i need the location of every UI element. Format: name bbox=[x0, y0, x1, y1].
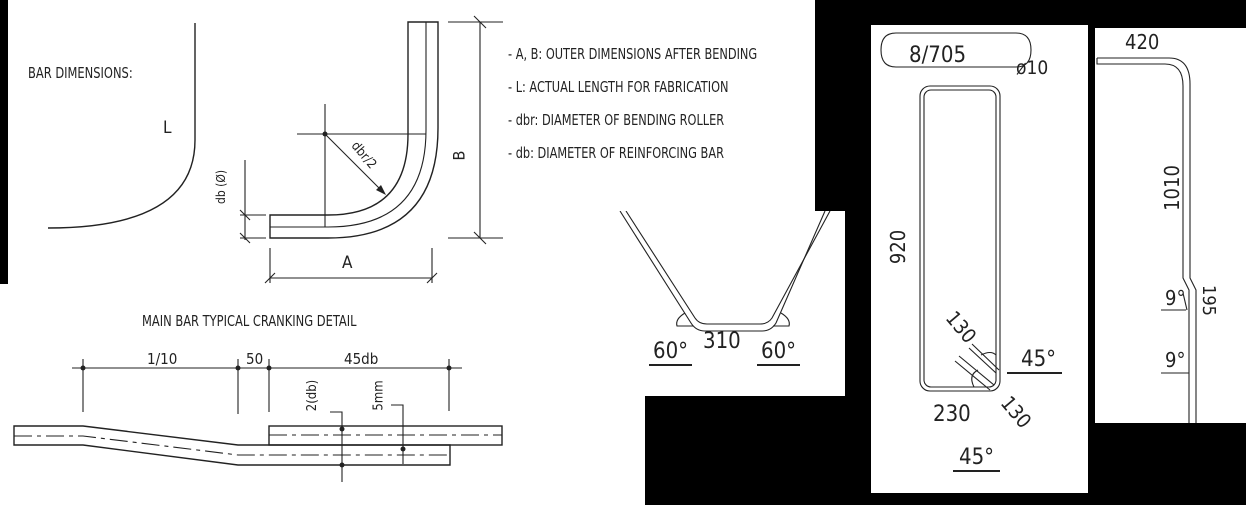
cranked-bar-panel: 420 1010 9° 195 9° bbox=[1095, 28, 1246, 423]
bar-dimensions-drawing bbox=[47, 15, 639, 284]
label-B: B bbox=[449, 150, 469, 161]
cranking-title: MAIN BAR TYPICAL CRANKING DETAIL bbox=[142, 312, 357, 330]
label-5mm: 5mm bbox=[371, 380, 387, 411]
v-bar-drawing bbox=[619, 211, 831, 332]
stirrup-mark: 8/705 bbox=[909, 43, 967, 68]
main-length: 1010 bbox=[1159, 165, 1184, 211]
stirrup-diameter: ø10 bbox=[1016, 57, 1049, 79]
note-item: - A, B: OUTER DIMENSIONS AFTER BENDING bbox=[508, 45, 758, 63]
label-L: L bbox=[163, 118, 172, 138]
bar-dimensions-title: BAR DIMENSIONS: bbox=[28, 64, 133, 82]
label-A: A bbox=[342, 253, 353, 273]
angle-1: 9° bbox=[1165, 286, 1186, 310]
cranking-detail-panel: MAIN BAR TYPICAL CRANKING DETAIL 1/10 50… bbox=[0, 284, 645, 505]
bar-dimensions-panel: BAR DIMENSIONS: L A B db (Ø) dbr/2 - A, … bbox=[8, 0, 815, 285]
v-bar-panel: 60° 310 60° bbox=[615, 211, 845, 396]
label-db: db (Ø) bbox=[214, 169, 229, 205]
stirrup-height: 920 bbox=[886, 229, 911, 265]
note-item: - db: DIAMETER OF REINFORCING BAR bbox=[508, 144, 724, 162]
stirrup-drawing bbox=[880, 32, 1032, 392]
v-bar-length: 310 bbox=[703, 329, 741, 354]
angle-1: 45° bbox=[1007, 347, 1063, 374]
dim-50: 50 bbox=[246, 350, 264, 368]
label-2db: 2(db) bbox=[305, 379, 321, 412]
stirrup-width: 230 bbox=[933, 402, 971, 427]
angle-2: 9° bbox=[1165, 348, 1186, 372]
bent-bar-outline bbox=[269, 21, 439, 239]
bent-bar-centerline bbox=[270, 22, 427, 228]
note-item: - L: ACTUAL LENGTH FOR FABRICATION bbox=[508, 78, 729, 96]
crank-length: 195 bbox=[1197, 285, 1219, 316]
cranked-bar-drawing bbox=[1096, 57, 1197, 423]
length-L-curve bbox=[47, 23, 196, 229]
dim-45db: 45db bbox=[344, 350, 379, 368]
angle-right: 60° bbox=[757, 339, 801, 366]
angle-left: 60° bbox=[649, 339, 693, 366]
cranking-detail-drawing bbox=[13, 359, 503, 482]
notes-list: - A, B: OUTER DIMENSIONS AFTER BENDING -… bbox=[508, 38, 757, 170]
stirrup-panel: 8/705 ø10 920 130 45° 230 130 45° bbox=[871, 25, 1088, 493]
top-length: 420 bbox=[1125, 30, 1160, 54]
dim-1-10: 1/10 bbox=[147, 350, 178, 368]
note-item: - dbr: DIAMETER OF BENDING ROLLER bbox=[508, 111, 725, 129]
angle-2: 45° bbox=[953, 445, 1001, 472]
